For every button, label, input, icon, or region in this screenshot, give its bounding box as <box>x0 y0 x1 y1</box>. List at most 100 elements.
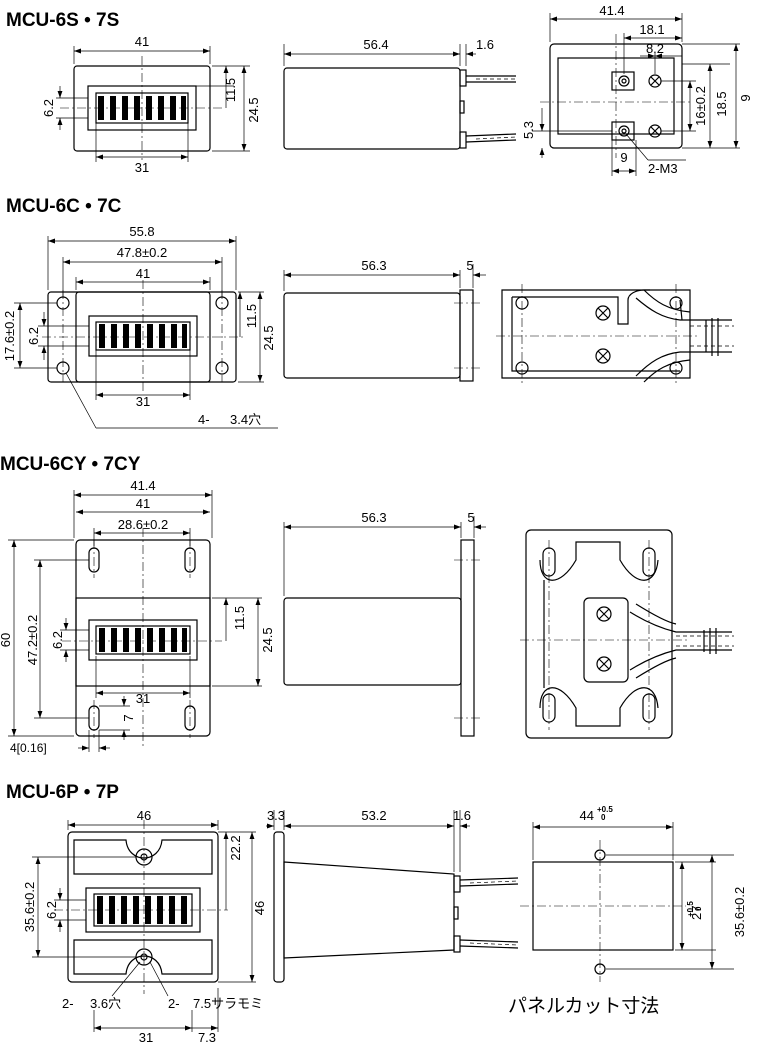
dim-h: 18.5 <box>714 91 729 116</box>
dim-half-height: 22.2 <box>228 835 243 860</box>
dim-cutout-height: 27 <box>689 906 704 920</box>
dim-terminal: 1.6 <box>476 37 494 52</box>
dim-cutout-width: 44 <box>580 808 594 823</box>
dim-vertical-pitch: 47.2±0.2 <box>25 615 40 666</box>
dim-window-height: 6.2 <box>41 99 56 117</box>
terminal-window <box>88 315 198 357</box>
side-view: 56.4 1.6 <box>283 37 517 150</box>
section-title: MCU-6P • 7P <box>6 782 119 803</box>
countersink-callout: 7.5サラモミ <box>193 996 263 1011</box>
back-plate <box>525 529 673 739</box>
back-plate <box>501 289 691 379</box>
terminal-window <box>87 85 197 131</box>
dim-length: 56.3 <box>361 510 386 525</box>
side-view: 56.3 5 <box>283 258 486 382</box>
section-mcu-7p: MCU-6P • 7P 46 <box>6 782 747 1045</box>
dim-back-width: 41.4 <box>599 3 624 18</box>
side-flange <box>459 289 474 382</box>
side-flange <box>460 539 475 737</box>
section-title: MCU-6C • 7C <box>6 196 122 217</box>
back-view: 41.4 18.1 8.2 16±0.2 18.5 9 5.3 <box>521 3 753 176</box>
dim-slot-length: 7 <box>121 714 136 721</box>
lead-wires <box>459 69 517 149</box>
side-flange <box>273 831 285 983</box>
dim-half-height: 11.5 <box>223 78 238 102</box>
back-view <box>496 284 734 384</box>
dim-height: 24.5 <box>260 627 275 652</box>
dim-width: 41 <box>136 266 150 281</box>
dim-off: 5.3 <box>521 121 536 139</box>
lead-wires <box>453 875 519 953</box>
side-body <box>283 67 461 150</box>
dim-cutout-pitch: 35.6±0.2 <box>732 887 747 938</box>
dim-slot-pitch: 28.6±0.2 <box>118 517 169 532</box>
dim-length: 53.2 <box>361 808 386 823</box>
dim-d2: 8.2 <box>646 41 664 56</box>
front-view: 41.4 41 28.6±0.2 60 47.2±0.2 6.2 11.5 <box>0 478 275 755</box>
front-view: 46 35.6±0.2 6.2 22.2 46 2- 3.6穴 2- 7.5サラ… <box>22 808 267 1045</box>
dim-width: 46 <box>137 808 151 823</box>
holes-prefix: 4- <box>198 412 210 427</box>
cutout-caption: パネルカット寸法 <box>508 995 659 1017</box>
dim-width: 41 <box>135 34 149 49</box>
section-mcu-7cy: MCU-6CY • 7CY <box>0 454 734 755</box>
dim-height: 46 <box>252 901 267 915</box>
back-outline <box>539 541 659 727</box>
dim-cutout-height-tol-lower: 0 <box>694 906 703 911</box>
dim-slot-width: 4[0.16] <box>10 741 47 755</box>
dim-half-height: 11.5 <box>244 304 259 328</box>
side-body <box>283 861 455 959</box>
side-body <box>283 597 462 686</box>
section-mcu-7s: MCU-6S • 7S 41 <box>6 3 753 176</box>
dim-cutout-width-tol-upper: +0.5 <box>597 805 613 814</box>
screw-callout: 2-M3 <box>648 161 678 176</box>
dim-length: 56.4 <box>363 37 388 52</box>
dim-cutout-width-tol-lower: 0 <box>601 813 606 822</box>
hole-callout: 3.6穴 <box>90 996 121 1011</box>
dim-d1: 18.1 <box>639 22 664 37</box>
dim-total-width: 55.8 <box>129 224 154 239</box>
front-view: 55.8 47.8±0.2 41 17.6±0.2 6.2 11.5 24.5 <box>2 224 278 429</box>
dim-window-width: 31 <box>136 691 150 706</box>
dim-offset: 7.3 <box>198 1030 216 1045</box>
dim-d4: 9 <box>620 150 627 165</box>
dim-window-height: 6.2 <box>50 631 65 649</box>
front-view: 41 6.2 11.5 24.5 31 <box>41 34 261 175</box>
hole-prefix: 2- <box>62 996 74 1011</box>
back-view <box>520 529 734 739</box>
dim-flange: 5 <box>467 510 474 525</box>
dim-hole-pitch: 35.6±0.2 <box>22 882 37 933</box>
dim-window-height: 6.2 <box>26 327 41 345</box>
dim-window-width: 31 <box>139 1030 153 1045</box>
dim-flange: 5 <box>466 258 473 273</box>
front-body <box>73 65 211 152</box>
side-view: 56.3 5 <box>283 510 486 737</box>
dim-width: 41 <box>136 496 150 511</box>
dim-pitch: 16±0.2 <box>693 86 708 126</box>
holes-callout: 3.4穴 <box>230 412 261 427</box>
dim-window-height: 6.2 <box>44 901 59 919</box>
side-view: 3.3 53.2 1.6 <box>266 808 519 983</box>
front-plate <box>67 831 219 983</box>
dim-height: 24.5 <box>246 97 261 122</box>
dim-flange: 3.3 <box>267 808 285 823</box>
dim-window-width: 31 <box>135 160 149 175</box>
dim-window-width: 31 <box>136 394 150 409</box>
dim-cutout-height-tol-upper: +0.5 <box>686 901 695 917</box>
section-title: MCU-6S • 7S <box>6 10 119 31</box>
panel-cutout-view: 44 +0.5 0 27 +0.5 0 35.6±0.2 パネルカット寸法 <box>508 805 747 1017</box>
dim-d3: 9 <box>738 94 753 101</box>
section-title: MCU-6CY • 7CY <box>0 454 141 475</box>
dim-length: 56.3 <box>361 258 386 273</box>
dim-vertical-pitch: 17.6±0.2 <box>2 311 17 362</box>
section-mcu-7c: MCU-6C • 7C <box>2 196 734 429</box>
dim-outer-width: 41.4 <box>130 478 155 493</box>
back-outline <box>511 289 683 372</box>
dim-half-height: 11.5 <box>232 606 247 630</box>
dim-hole-pitch: 47.8±0.2 <box>117 245 168 260</box>
terminal-window <box>88 619 198 661</box>
side-body <box>283 292 461 379</box>
countersink-prefix: 2- <box>168 996 180 1011</box>
dim-total-height: 60 <box>0 633 13 647</box>
